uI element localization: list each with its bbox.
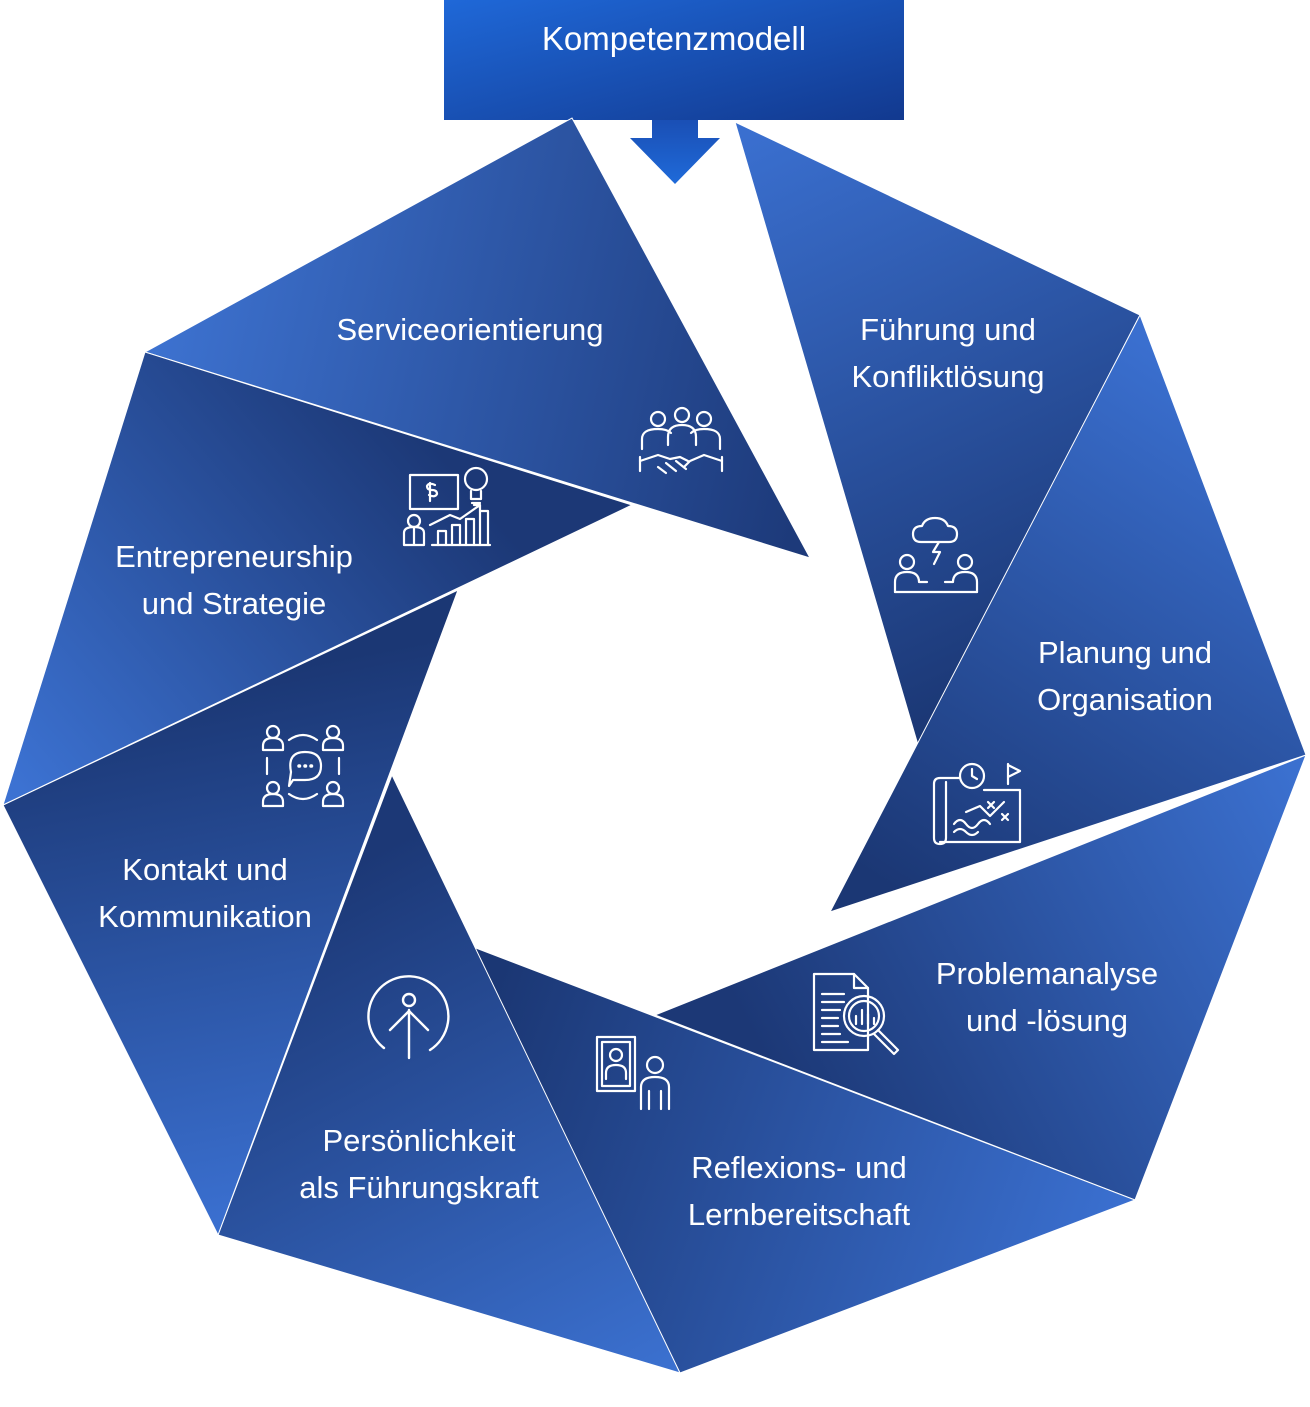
label-line: Persönlichkeit bbox=[322, 1123, 516, 1158]
label-entrepreneurship: Entrepreneurship und Strategie bbox=[115, 533, 353, 627]
conflict-storm-icon bbox=[893, 516, 979, 594]
mirror-person-icon bbox=[595, 1035, 671, 1111]
person-growth-icon bbox=[367, 975, 450, 1060]
segment-persoenlichkeit bbox=[217, 773, 681, 1374]
label-line: Organisation bbox=[1037, 682, 1213, 717]
document-analysis-icon bbox=[812, 972, 900, 1056]
segment-planung bbox=[828, 313, 1307, 913]
planning-map-clock-icon bbox=[932, 762, 1022, 846]
label-reflexion: Reflexions- und Lernbereitschaft bbox=[688, 1144, 910, 1238]
label-line: und Strategie bbox=[141, 586, 327, 621]
label-persoenlichkeit: Persönlichkeit als Führungskraft bbox=[299, 1117, 539, 1211]
label-serviceorientierung: Serviceorientierung bbox=[336, 306, 603, 353]
label-line: Entrepreneurship bbox=[115, 539, 353, 574]
handshake-team-icon bbox=[638, 406, 724, 475]
label-line: Lernbereitschaft bbox=[687, 1197, 911, 1232]
segment-problemanalyse bbox=[653, 754, 1307, 1201]
label-line: Konfliktlösung bbox=[851, 359, 1045, 394]
label-line: und -lösung bbox=[965, 1003, 1129, 1038]
diagram-title: Kompetenzmodell bbox=[541, 20, 807, 57]
title-box bbox=[444, 0, 904, 120]
label-fuehrung: Führung und Konfliktlösung bbox=[851, 306, 1044, 400]
segment-entrepreneurship bbox=[2, 351, 634, 806]
label-line: Planung und bbox=[1037, 635, 1213, 670]
down-arrow-icon bbox=[630, 120, 720, 184]
label-line: Führung und bbox=[860, 312, 1036, 347]
segment-serviceorientierung bbox=[143, 117, 812, 559]
label-problemanalyse: Problemanalyse und -lösung bbox=[936, 950, 1158, 1044]
label-line: Serviceorientierung bbox=[336, 312, 604, 347]
label-line: Reflexions- und bbox=[691, 1150, 907, 1185]
strategy-presentation-icon bbox=[402, 466, 492, 547]
label-kontakt: Kontakt und Kommunikation bbox=[98, 846, 312, 940]
group-communication-icon bbox=[261, 724, 345, 808]
label-planung: Planung und Organisation bbox=[1037, 629, 1213, 723]
label-line: Problemanalyse bbox=[935, 956, 1159, 991]
label-line: Kontakt und bbox=[122, 852, 288, 887]
label-line: als Führungskraft bbox=[299, 1170, 539, 1205]
label-line: Kommunikation bbox=[98, 899, 312, 934]
